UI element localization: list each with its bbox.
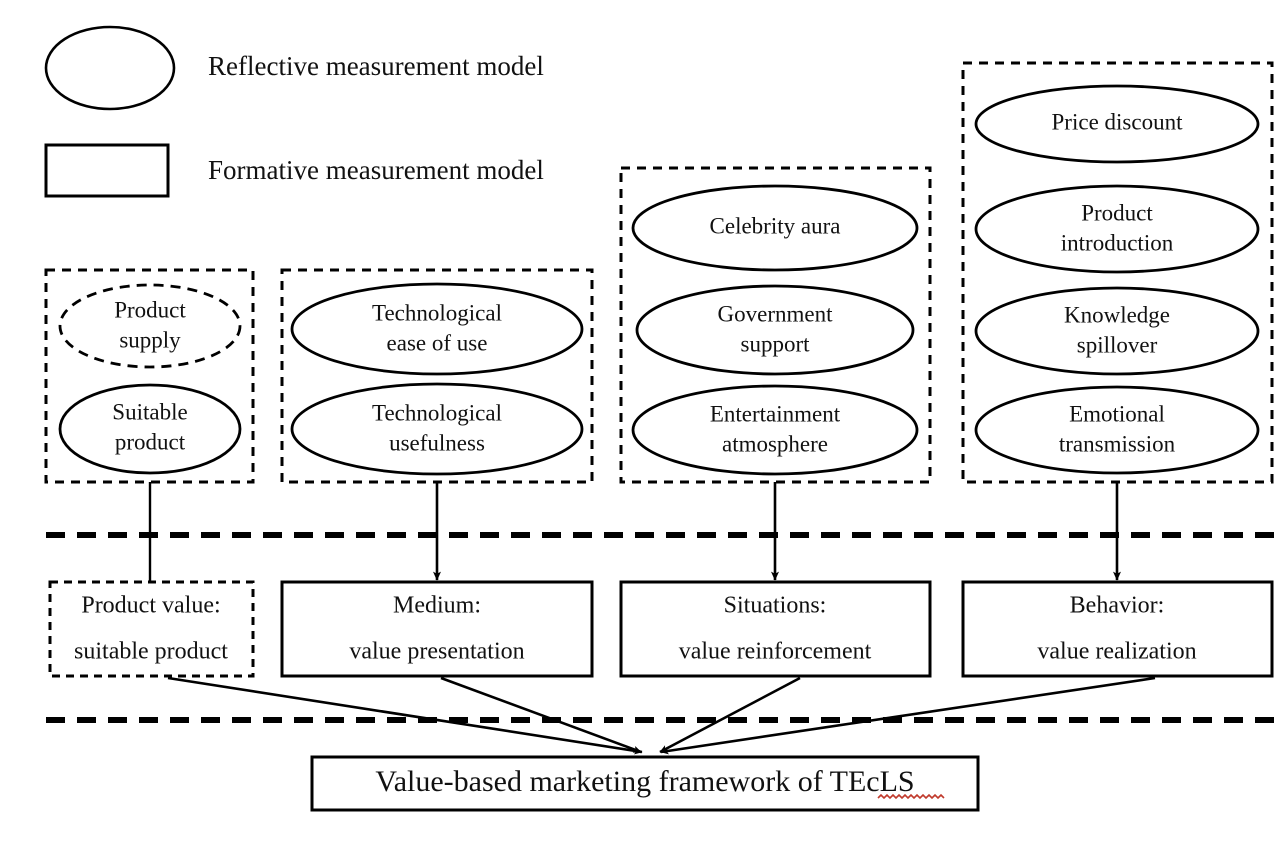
construct-label-medium-line1: Medium:: [393, 593, 481, 619]
construct-label-product-value-line2: suitable product: [74, 639, 228, 665]
node-label-suitable-product-line1: Suitable: [112, 399, 187, 424]
construct-label-medium-line2: value presentation: [349, 639, 524, 665]
legend-label-reflective: Reflective measurement model: [208, 51, 544, 81]
node-label-tech-ease-line2: ease of use: [387, 330, 488, 355]
node-label-entertainment-line2: atmosphere: [722, 431, 828, 456]
node-knowledge-spillover[interactable]: [974, 286, 1260, 376]
outcome-label: Value-based marketing framework of TEcLS: [375, 765, 914, 798]
node-entertainment-atmosphere[interactable]: [631, 384, 919, 476]
legend-ellipse-shape: [44, 25, 176, 111]
node-label-product-intro-line2: introduction: [1061, 230, 1174, 255]
node-technological-ease-of-use[interactable]: [290, 282, 584, 376]
construct-label-behavior-line1: Behavior:: [1070, 593, 1165, 619]
node-celebrity-aura[interactable]: [631, 184, 919, 272]
node-technological-usefulness[interactable]: [290, 382, 584, 476]
node-government-support[interactable]: [635, 284, 915, 376]
group-container-situation: [619, 166, 932, 484]
node-emotional-transmission[interactable]: [974, 385, 1260, 475]
construct-box-product-value[interactable]: [48, 580, 255, 678]
node-suitable-product[interactable]: [58, 383, 242, 475]
node-label-suitable-product-line2: product: [115, 429, 186, 454]
node-label-celebrity-aura: Celebrity aura: [710, 213, 841, 238]
converge-arrow-from-product-value: [167, 676, 643, 755]
construct-label-product-value-line1: Product value:: [81, 593, 220, 619]
node-label-tech-useful-line1: Technological: [372, 400, 502, 425]
construct-box-situations[interactable]: [619, 580, 932, 678]
node-label-product-supply-line1: Product: [114, 297, 186, 322]
node-label-price-discount: Price discount: [1052, 109, 1184, 134]
node-label-government-line2: support: [741, 331, 811, 356]
legend-rectangle-shape: [44, 143, 170, 198]
node-label-emotional-line2: transmission: [1059, 431, 1176, 456]
node-label-knowledge-line2: spillover: [1077, 332, 1158, 357]
construct-box-medium[interactable]: [280, 580, 594, 678]
converge-arrow-from-behavior: [660, 676, 1156, 755]
spellcheck-squiggle: [877, 793, 945, 800]
node-label-emotional-line1: Emotional: [1069, 401, 1165, 426]
legend-label-formative: Formative measurement model: [208, 155, 544, 185]
node-label-government-line1: Government: [718, 301, 834, 326]
construct-label-behavior-line2: value realization: [1037, 639, 1196, 665]
node-label-tech-useful-line2: usefulness: [389, 430, 485, 455]
construct-label-situations-line1: Situations:: [724, 593, 827, 619]
converge-arrow-from-situations: [659, 676, 801, 754]
node-price-discount[interactable]: [974, 84, 1260, 164]
construct-box-behavior[interactable]: [961, 580, 1274, 678]
node-label-product-intro-line1: Product: [1081, 200, 1153, 225]
node-label-knowledge-line1: Knowledge: [1064, 302, 1170, 327]
converge-arrow-from-medium: [440, 676, 642, 754]
group-container-product: [44, 268, 255, 484]
node-label-tech-ease-line1: Technological: [372, 300, 502, 325]
node-label-entertainment-line1: Entertainment: [710, 401, 841, 426]
node-product-introduction[interactable]: [974, 184, 1260, 274]
outcome-box[interactable]: [310, 755, 980, 812]
node-product-supply[interactable]: [58, 283, 242, 369]
node-label-product-supply-line2: supply: [119, 327, 181, 352]
construct-label-situations-line2: value reinforcement: [679, 639, 872, 665]
